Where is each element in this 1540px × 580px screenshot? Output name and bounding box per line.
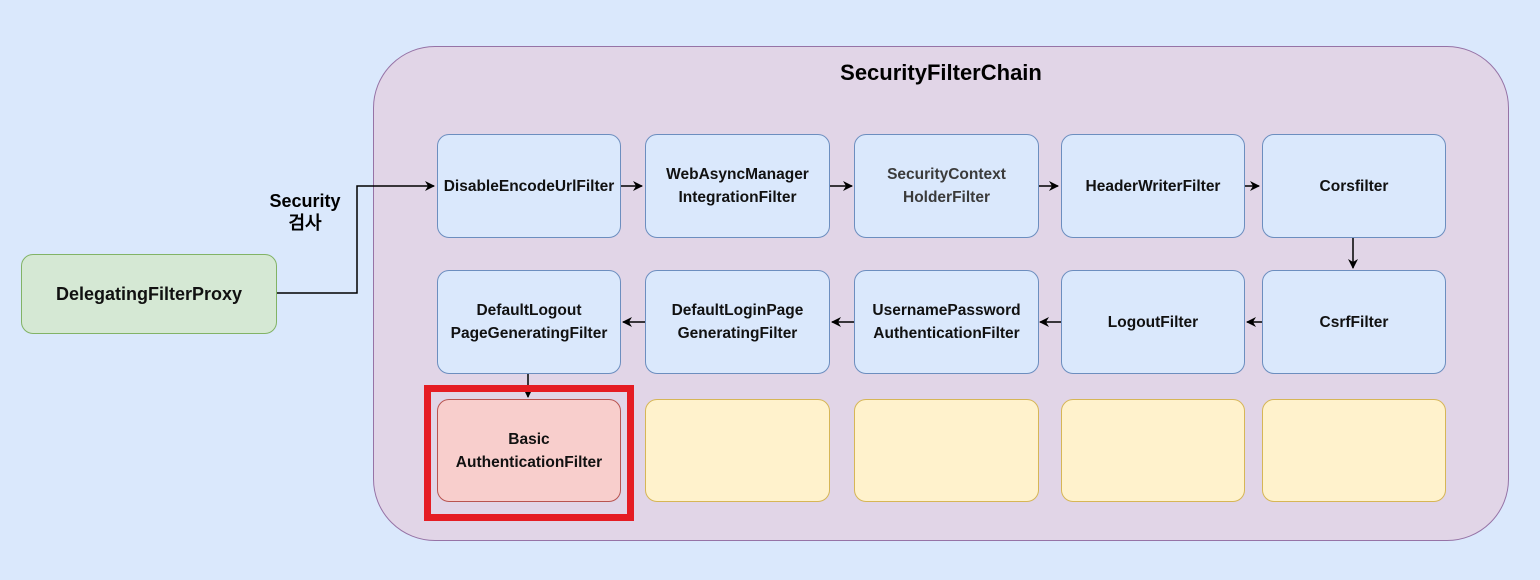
filter-default-logout-page-generating: DefaultLogout PageGeneratingFilter <box>437 270 621 374</box>
empty-slot <box>854 399 1039 502</box>
security-check-label: Security 검사 <box>269 191 341 233</box>
highlight-frame <box>424 385 634 521</box>
filter-csrf: CsrfFilter <box>1262 270 1446 374</box>
filter-header-writer: HeaderWriterFilter <box>1061 134 1245 238</box>
filter-disable-encode-url: DisableEncodeUrlFilter <box>437 134 621 238</box>
filter-username-password-authentication: UsernamePassword AuthenticationFilter <box>854 270 1039 374</box>
empty-slot <box>1262 399 1446 502</box>
filter-logout: LogoutFilter <box>1061 270 1245 374</box>
chain-title: SecurityFilterChain <box>840 60 1042 85</box>
filter-web-async-manager-integration: WebAsyncManager IntegrationFilter <box>645 134 830 238</box>
proxy-to-chain-edge <box>277 181 435 294</box>
filter-default-login-page-generating: DefaultLoginPage GeneratingFilter <box>645 270 830 374</box>
filter-basic-authentication: Basic AuthenticationFilter <box>437 399 621 502</box>
filter-cors: Corsfilter <box>1262 134 1446 238</box>
empty-slot <box>1061 399 1245 502</box>
empty-slot <box>645 399 830 502</box>
filter-security-context-holder: SecurityContext HolderFilter <box>854 134 1039 238</box>
delegating-filter-proxy-node: DelegatingFilterProxy <box>21 254 277 334</box>
